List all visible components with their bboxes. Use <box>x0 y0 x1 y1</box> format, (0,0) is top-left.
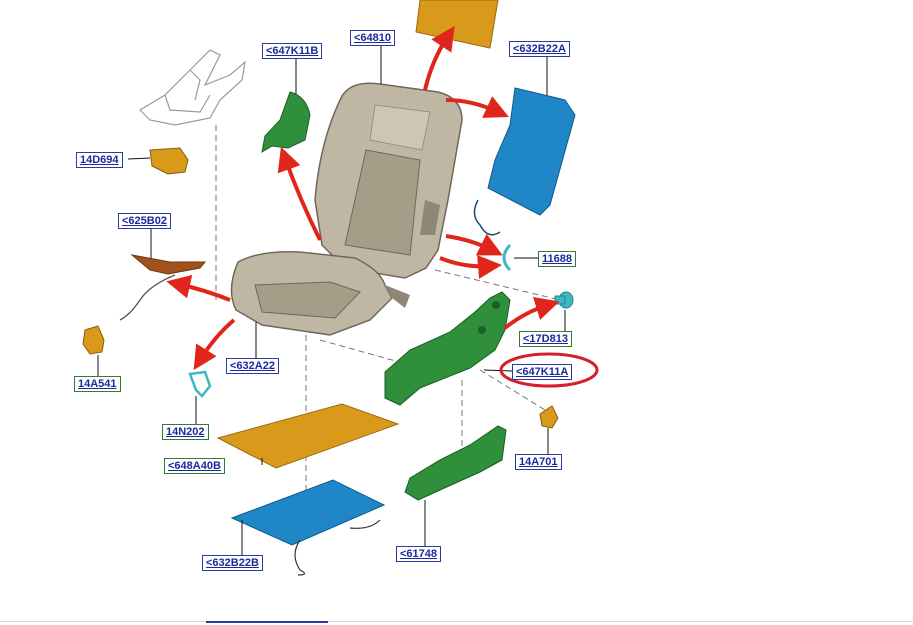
clip-14N202-part[interactable] <box>188 370 212 398</box>
heater-mat-632B22B-part[interactable] <box>230 479 386 576</box>
label-ring[interactable]: 11688 <box>538 251 576 267</box>
label-knob[interactable]: <17D813 <box>519 331 572 347</box>
leader-lines <box>97 44 566 556</box>
label-heater-mat[interactable]: <632B22B <box>202 555 263 571</box>
top-pad-part[interactable] <box>415 0 499 49</box>
knob-17D813-part[interactable] <box>554 291 574 309</box>
bottom-divider <box>0 621 913 622</box>
label-connector-left[interactable]: 14A541 <box>74 376 121 392</box>
label-bracket[interactable]: 14D694 <box>76 152 123 168</box>
label-pad[interactable]: <648A40B <box>164 458 225 474</box>
wiring-harness-upper-part[interactable] <box>119 254 207 321</box>
side-shield-upper-part[interactable] <box>261 91 311 154</box>
explosion-arrows <box>166 26 560 371</box>
label-lower-shield[interactable]: <61748 <box>396 546 442 562</box>
highlight-ellipse <box>499 352 599 388</box>
label-side-shield-upper[interactable]: <647K11B <box>262 43 323 59</box>
bottom-tab-indicator <box>206 621 328 623</box>
label-backrest-back-panel[interactable]: <632B22A <box>509 41 570 57</box>
label-backrest[interactable]: <64810 <box>350 30 396 46</box>
ring-11688-part[interactable] <box>502 243 512 272</box>
label-wiring-harness-upper[interactable]: <625B02 <box>118 213 171 229</box>
seat-frame-bracket-part[interactable] <box>139 49 246 126</box>
lower-shield-61748-part[interactable] <box>404 425 507 501</box>
label-connector-right[interactable]: 14A701 <box>515 454 562 470</box>
connector-14A541-part[interactable] <box>82 325 105 355</box>
pad-648A40B-part[interactable] <box>216 403 400 469</box>
bracket-14D694-part[interactable] <box>149 147 189 175</box>
label-side-shield-highlighted[interactable]: <647K11A <box>512 364 573 380</box>
label-clip[interactable]: 14N202 <box>162 424 209 440</box>
connector-14A701-part[interactable] <box>539 405 559 429</box>
backrest-part[interactable] <box>314 82 463 279</box>
seat-cushion-part[interactable] <box>230 250 410 336</box>
label-cushion[interactable]: <632A22 <box>226 358 279 374</box>
side-shield-highlighted-part[interactable] <box>384 291 511 406</box>
